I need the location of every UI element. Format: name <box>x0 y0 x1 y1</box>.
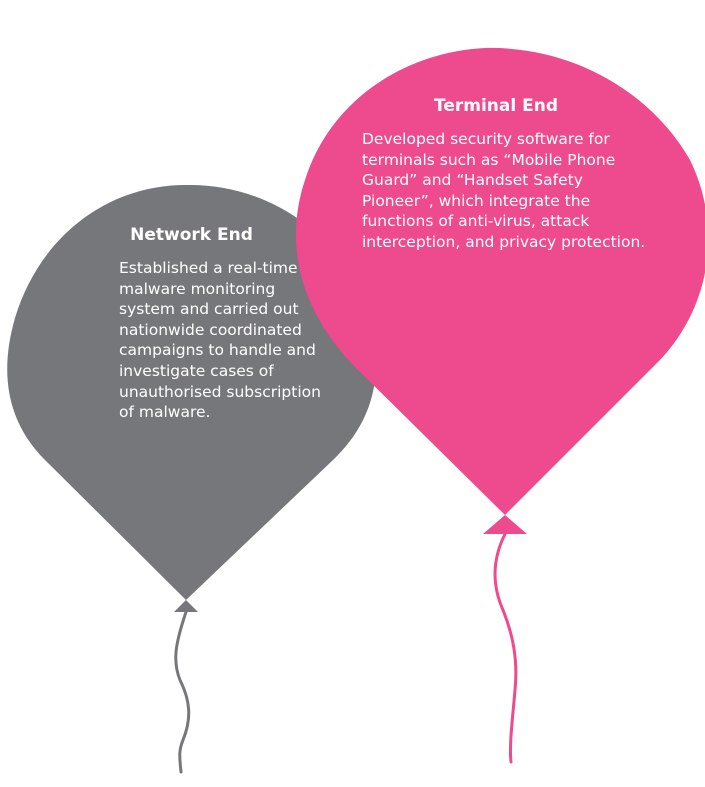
network-balloon <box>7 184 376 774</box>
network-end-description: Established a real-time malware monitori… <box>119 259 321 422</box>
network-balloon-body <box>7 184 376 601</box>
terminal-balloon-string <box>493 532 518 764</box>
terminal-balloon-body <box>295 47 705 515</box>
terminal-end-description: Developed security software for terminal… <box>362 130 646 251</box>
network-balloon-text: Network End Established a real-time malw… <box>119 224 331 423</box>
network-end-title: Network End <box>130 225 253 245</box>
terminal-balloon-text: Terminal End Developed security software… <box>362 95 658 253</box>
terminal-balloon <box>295 47 705 764</box>
terminal-end-title: Terminal End <box>434 96 558 116</box>
network-balloon-knot <box>174 600 198 612</box>
terminal-balloon-knot <box>483 515 527 534</box>
network-balloon-string <box>174 610 191 774</box>
